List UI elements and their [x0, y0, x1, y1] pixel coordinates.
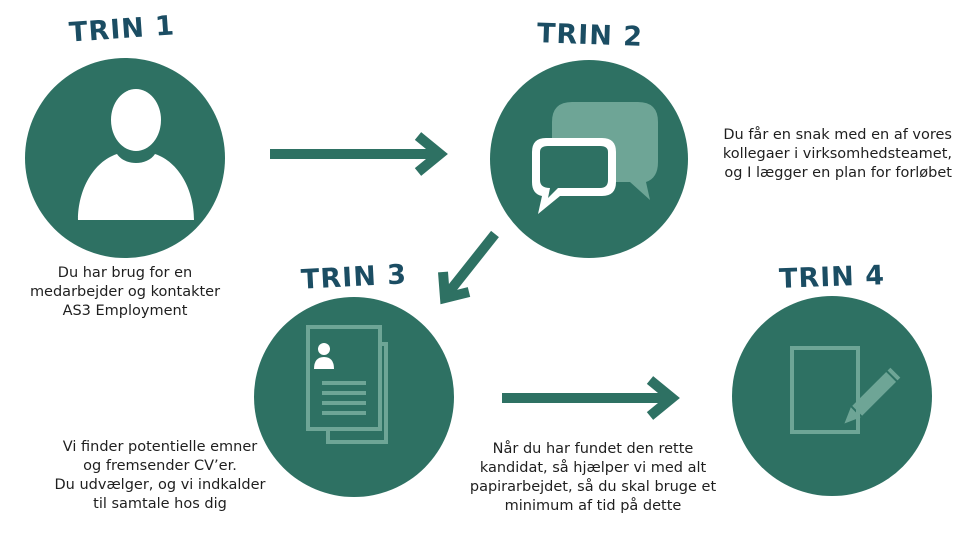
step-1-description: Du har brug for en medarbejder og kontak…	[29, 265, 221, 319]
cv-documents-icon	[306, 325, 388, 444]
step-2-title: TRIN 2	[536, 18, 644, 53]
step-4-circle	[732, 296, 932, 496]
arrow-step3-to-step4	[502, 376, 680, 420]
step-4-description: Når du har fundet den rette kandidat, så…	[469, 441, 717, 514]
step-1-circle	[25, 58, 225, 258]
step-1-title: TRIN 1	[68, 10, 176, 49]
chat-bubbles-icon	[532, 102, 658, 214]
person-icon	[78, 89, 194, 220]
arrow-step1-to-step2	[270, 132, 448, 176]
step-2-description: Du får en snak med en af vores kollegaer…	[722, 127, 952, 181]
step-4-title: TRIN 4	[778, 260, 886, 295]
step-3-title: TRIN 3	[300, 259, 408, 296]
document-pencil-icon	[790, 346, 901, 434]
arrow-step2-to-step3	[438, 230, 499, 305]
step-3-description: Vi finder potentielle emner og fremsende…	[54, 439, 266, 512]
